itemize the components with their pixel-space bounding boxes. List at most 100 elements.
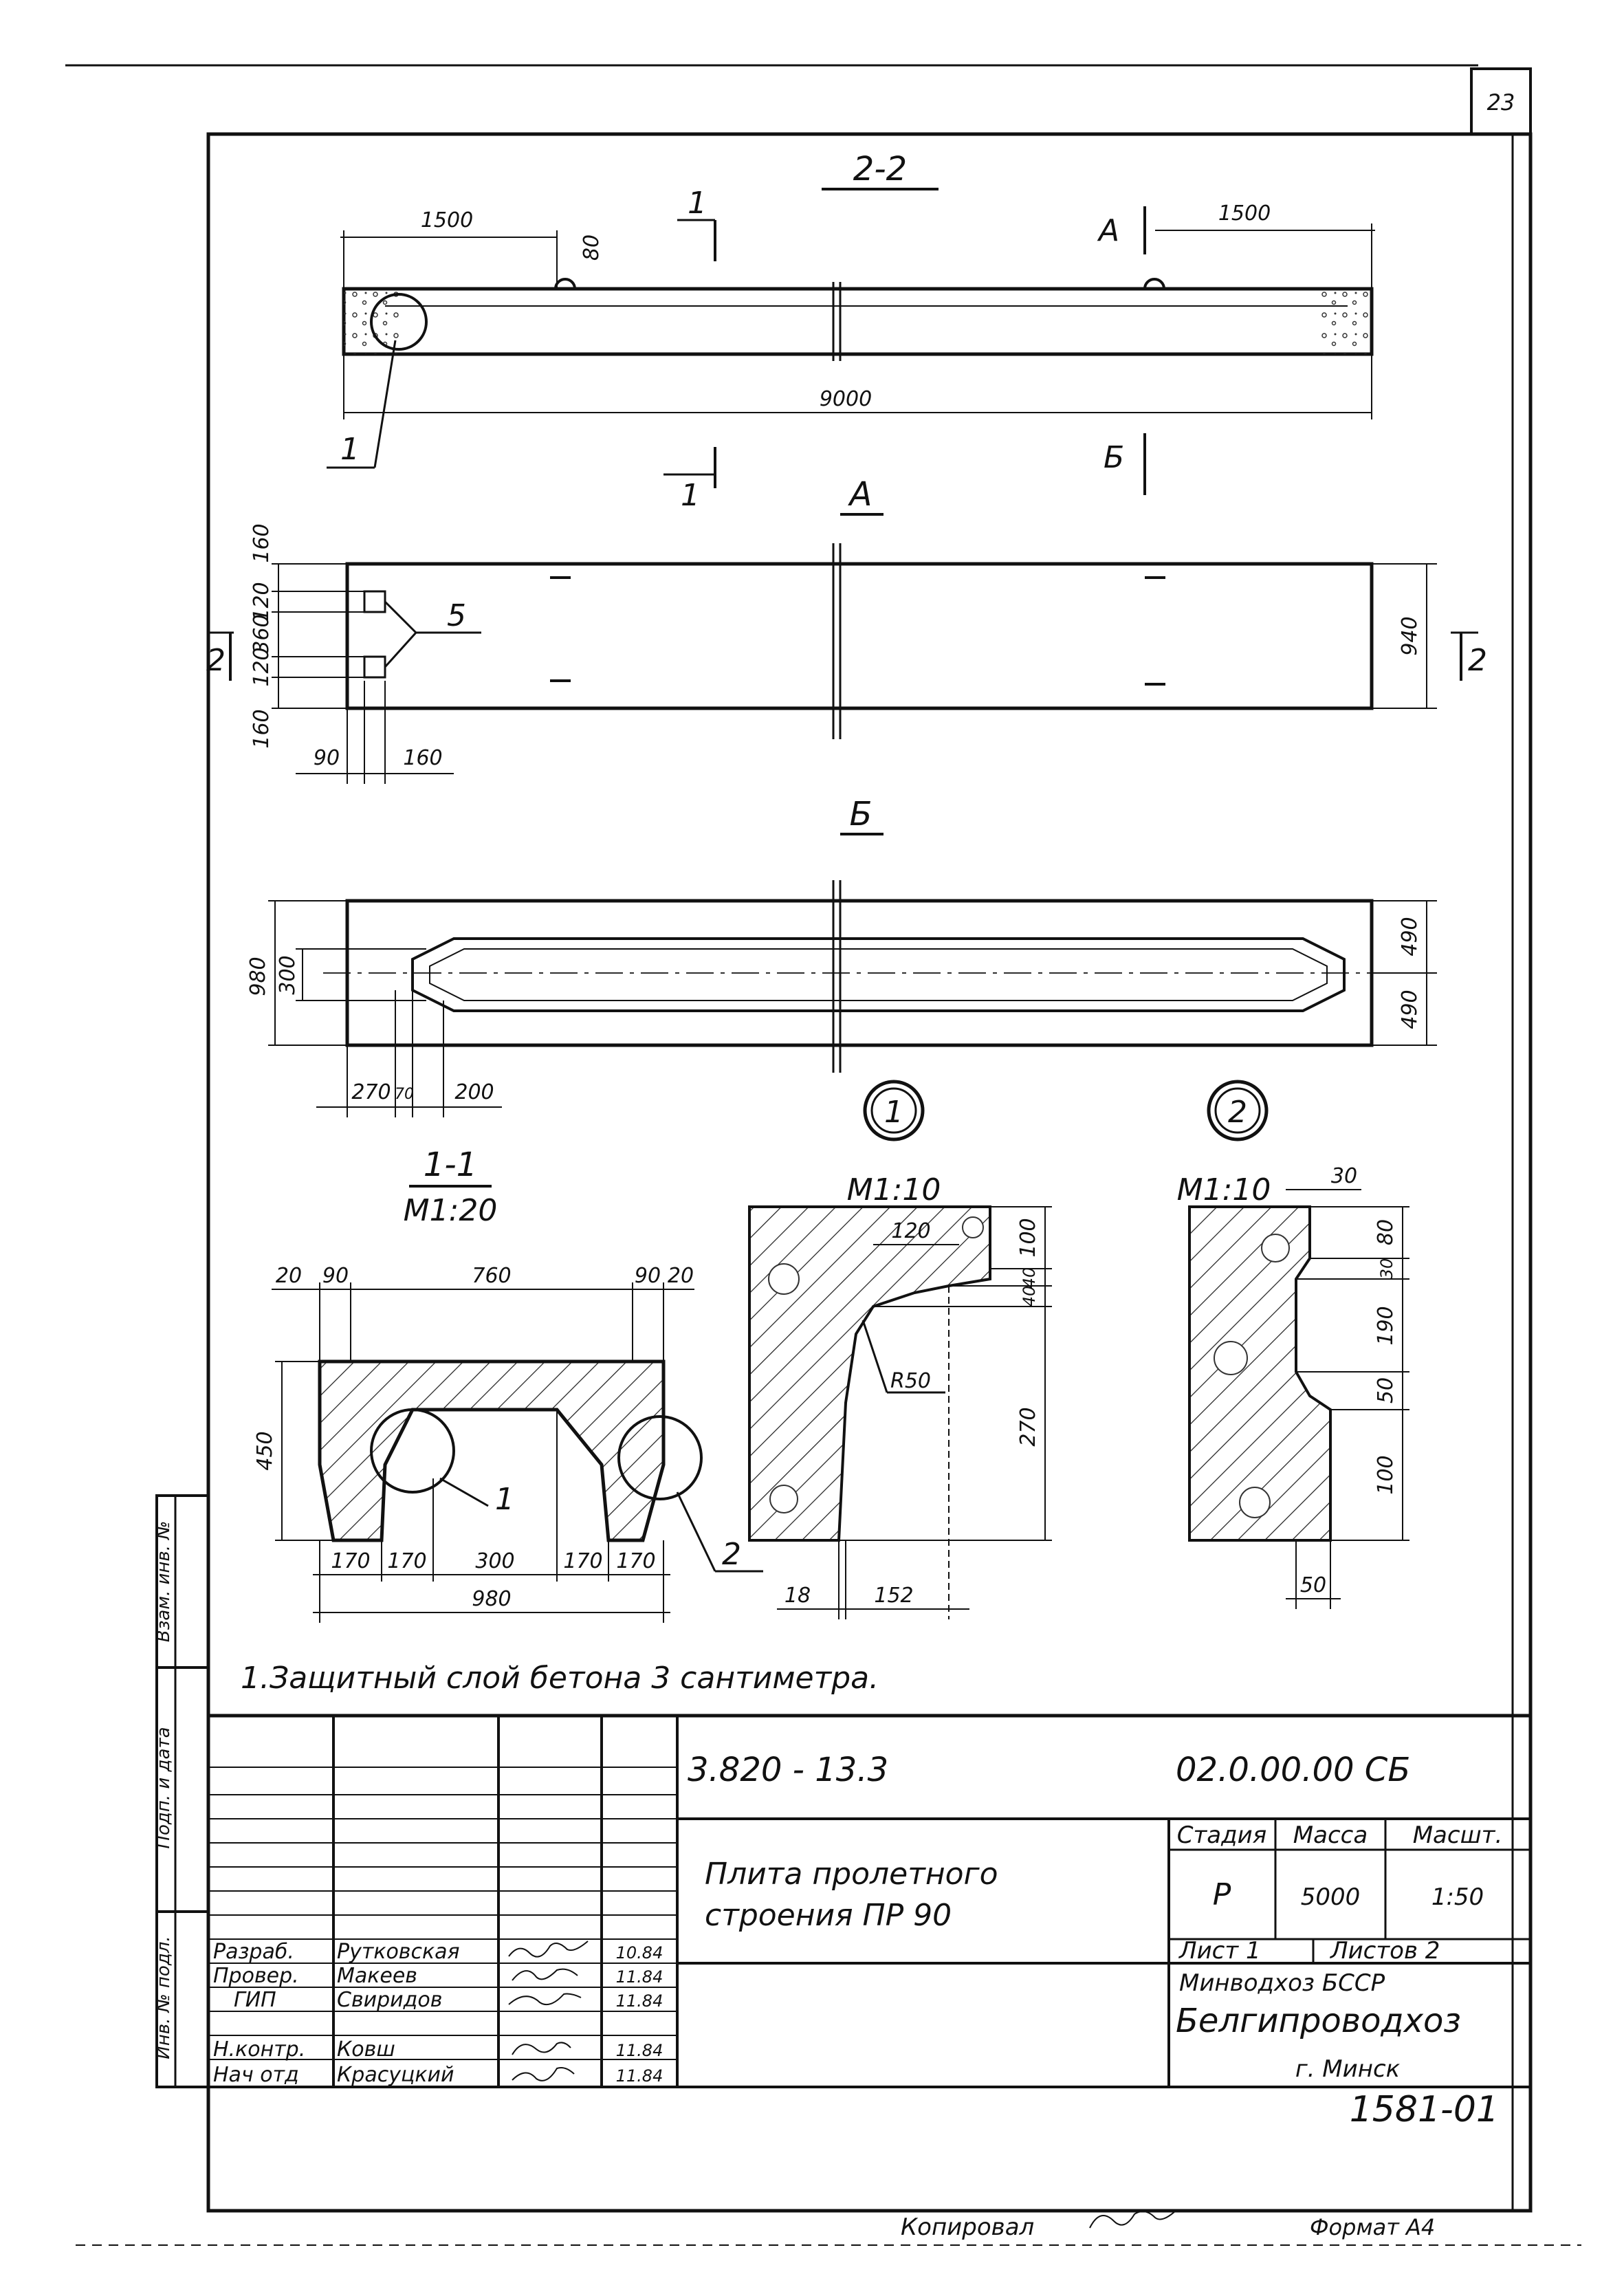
signature	[508, 1993, 582, 2005]
leader-line	[373, 340, 397, 468]
detail-marker-1-inner	[870, 1087, 917, 1134]
role-checker: Провер.	[213, 1964, 299, 1988]
role-developer: Разраб.	[213, 1940, 294, 1964]
signature	[512, 2067, 575, 2081]
leader-line	[676, 1491, 716, 1572]
dim-30: 30	[1331, 1164, 1357, 1188]
detail-marker-2	[1207, 1080, 1269, 1141]
view-b: Б 980 300 490 490 270 70 200	[246, 795, 1437, 1117]
dim-100: 100	[1374, 1455, 1398, 1494]
leader-line	[439, 1477, 489, 1507]
callout-1: 1	[340, 432, 360, 467]
page-number: 23	[1487, 89, 1515, 116]
drawing-code: 02.0.00.00 СБ	[1176, 1751, 1410, 1789]
cut-mark-a: А	[1097, 213, 1119, 248]
dim-170-1: 170	[331, 1549, 370, 1573]
detail-1: 1 М1:10 100 40 40 270 120 R50 18 152	[748, 1080, 1052, 1619]
dim-270: 270	[1016, 1407, 1040, 1446]
dim-490-bottom: 490	[1398, 990, 1422, 1029]
page-number-box	[1470, 67, 1532, 135]
leader-line	[862, 1320, 888, 1393]
dim-940: 940	[1398, 616, 1422, 655]
section-2-2: 2-2 1500 80 1500 9000 1 1 А	[327, 150, 1375, 513]
cut-mark-1-top: 1	[688, 186, 707, 221]
callout-2: 2	[722, 1537, 741, 1572]
slab-outline	[342, 287, 1374, 356]
dim-120: 120	[891, 1219, 930, 1243]
detail-circle-2	[617, 1415, 703, 1500]
view-a-outline	[345, 562, 1374, 710]
archive-number: 1581-01	[1350, 2089, 1499, 2130]
doc-code: 3.820 - 13.3	[688, 1751, 888, 1789]
dim-360: 360	[250, 614, 274, 653]
dim-152: 152	[874, 1584, 913, 1608]
dim-980: 980	[472, 1587, 511, 1611]
date-norm-control: 11.84	[616, 2041, 663, 2060]
org-line-3: г. Минск	[1295, 2055, 1401, 2083]
lifting-loop-right	[1143, 278, 1165, 289]
cut-mark-b: Б	[1104, 440, 1124, 475]
signature	[512, 2042, 571, 2055]
scale-value: 1:50	[1431, 1883, 1484, 1911]
dim-300: 300	[475, 1549, 514, 1573]
dim-450: 450	[253, 1431, 277, 1470]
dim-160-top: 160	[250, 523, 274, 562]
view-a: А 5 160 120 360 120 160 940	[206, 475, 1487, 784]
dim-1500-right: 1500	[1218, 201, 1271, 226]
dim-50-right: 50	[1374, 1377, 1398, 1403]
sheet-frame: 23	[65, 64, 1533, 2213]
name-developer: Рутковская	[337, 1940, 460, 1964]
dim-40-a: 40	[1020, 1267, 1039, 1289]
copied-by-label: Копировал	[901, 2213, 1034, 2241]
sheet-label: Лист 1	[1178, 1937, 1261, 1965]
side-stamp: Взам. инв. № Подп. и дата Инв. № подл.	[153, 1494, 210, 2088]
drawing-frame	[206, 132, 1533, 2213]
dim-80: 80	[580, 234, 604, 261]
title-block: 3.820 - 13.3 02.0.00.00 СБ Плита пролетн…	[208, 1714, 1530, 2088]
view-b-title: Б	[850, 795, 873, 833]
signature	[508, 1940, 589, 1958]
dim-30-right: 30	[1377, 1258, 1396, 1280]
dim-100: 100	[1016, 1218, 1040, 1257]
dim-80: 80	[1374, 1219, 1398, 1245]
role-norm-control: Н.контр.	[213, 2037, 305, 2062]
hollow-outer	[411, 937, 1346, 1012]
aggregate	[1214, 1341, 1248, 1375]
dim-120-top: 120	[250, 582, 274, 621]
dim-70: 70	[395, 1086, 414, 1103]
dim-40-b: 40	[1020, 1286, 1039, 1307]
dim-980: 980	[246, 956, 270, 996]
dim-270: 270	[351, 1080, 391, 1104]
dim-760: 760	[472, 1264, 511, 1288]
detail-2-section	[1188, 1205, 1332, 1542]
cut-mark-2-right: 2	[1468, 643, 1487, 678]
side-stamp-sign-date: Подп. и дата	[153, 1727, 174, 1848]
cut-mark-1-bottom: 1	[681, 478, 700, 513]
dim-160-bottom: 160	[250, 709, 274, 748]
mass-value: 5000	[1301, 1883, 1361, 1911]
role-chief-engineer: ГИП	[234, 1988, 276, 2012]
aggregate	[768, 1263, 800, 1295]
aggregate	[769, 1485, 798, 1513]
section-1-1-title: 1-1	[424, 1146, 477, 1184]
date-chief-engineer: 11.84	[616, 1991, 663, 2011]
name-chief-engineer: Свиридов	[337, 1988, 442, 2012]
dim-120-bottom: 120	[250, 647, 274, 686]
dim-18: 18	[784, 1584, 811, 1608]
section-2-2-title: 2-2	[853, 150, 907, 188]
dim-50-bottom: 50	[1300, 1573, 1326, 1597]
dim-90-right: 90	[635, 1264, 661, 1288]
radius-r50: R50	[890, 1369, 931, 1393]
dim-170-2: 170	[387, 1549, 426, 1573]
name-norm-control: Ковш	[337, 2037, 395, 2062]
leader-line	[384, 600, 417, 634]
dim-20-left: 20	[276, 1264, 302, 1288]
detail-1-scale: М1:10	[847, 1172, 941, 1207]
title-line-2: строения ПР 90	[705, 1898, 952, 1933]
aggregate	[1239, 1487, 1271, 1518]
aggregate	[962, 1216, 984, 1238]
name-checker: Макеев	[337, 1964, 417, 1988]
dim-490-top: 490	[1398, 917, 1422, 956]
insert-plate	[363, 655, 386, 679]
